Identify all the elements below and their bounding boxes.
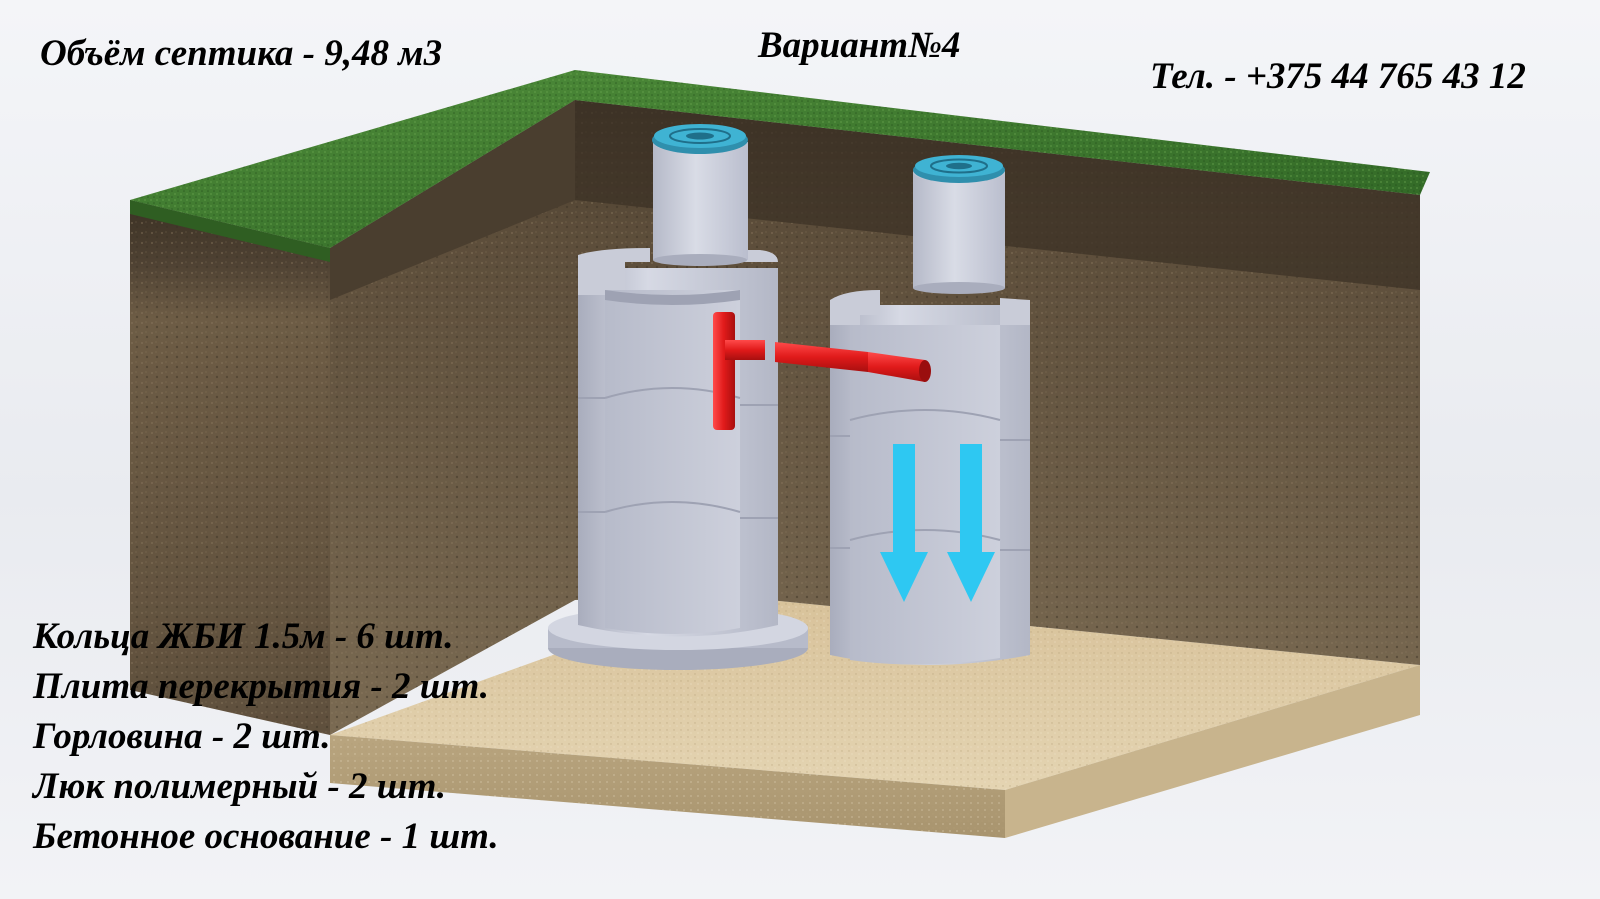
tank-volume-label: Объём септика - 9,48 м3 [40,33,443,74]
sand-base-right [1005,665,1420,838]
phone-label: Тел. - +375 44 765 43 12 [1150,56,1526,97]
down-arrow-icon [880,444,928,602]
material-item-cover-slab: Плита перекрытия - 2 шт. [33,666,490,707]
manhole-cover-icon [652,124,748,154]
tank-primary [548,124,808,670]
variant-label: Вариант№4 [758,25,961,66]
soil-inner-wall [330,100,575,300]
manhole-cover-icon [913,155,1005,183]
materials-list: Кольца ЖБИ 1.5м - 6 шт. Плита перекрытия… [33,612,499,862]
overflow-pipe [713,312,931,430]
material-item-base: Бетонное основание - 1 шт. [33,816,499,857]
material-item-neck: Горловина - 2 шт. [33,716,331,757]
material-item-rings: Кольца ЖБИ 1.5м - 6 шт. [33,616,454,657]
down-arrow-icon [947,444,995,602]
material-item-hatch: Люк полимерный - 2 шт. [33,766,447,807]
